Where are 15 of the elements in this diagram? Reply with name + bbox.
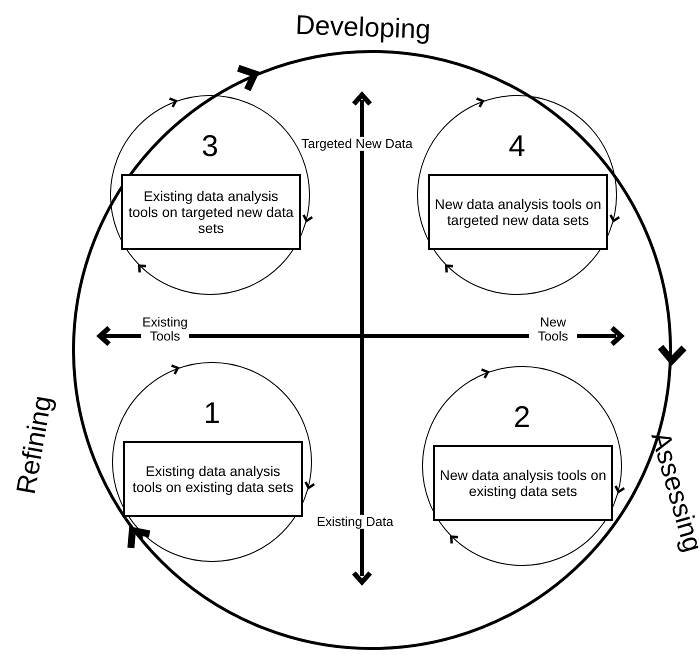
quadrant-number: 1 [204, 399, 220, 429]
quadrant-circle [422, 366, 622, 566]
axis-label: Targeted New Data [301, 136, 413, 152]
axis-label: Existing Data [316, 514, 394, 530]
phase-label: Refining [12, 394, 58, 496]
quadrant-circle [112, 362, 312, 562]
description-box: New data analysis tools on existing data sets [433, 445, 613, 521]
description-box: Existing data analysis tools on existing data sets [123, 441, 303, 517]
description-box: Existing data analysis tools on targeted new data sets [121, 174, 301, 250]
quadrant-number: 2 [514, 403, 530, 433]
quadrant-number: 4 [508, 132, 526, 162]
phase-label: Developing [294, 10, 432, 46]
quadrant-number: 3 [202, 132, 218, 162]
quadrant-circle [417, 95, 617, 295]
description-box: New data analysis tools on targeted new data sets [428, 174, 608, 250]
